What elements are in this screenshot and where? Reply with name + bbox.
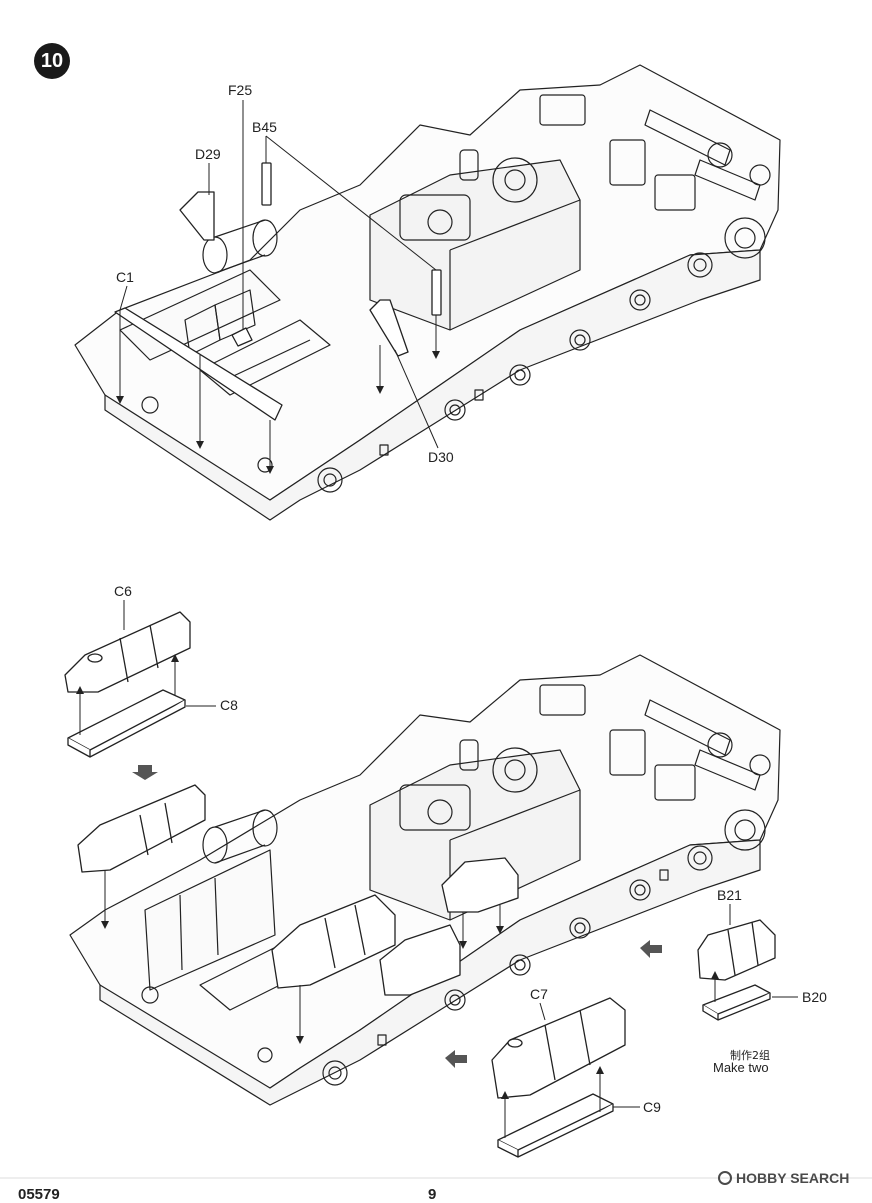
direction-arrow-mid xyxy=(640,940,662,958)
part-b45-strip-a xyxy=(261,162,272,206)
label-c1: C1 xyxy=(116,269,134,285)
bottom-hull-drawing xyxy=(69,654,781,1106)
direction-arrow-left xyxy=(132,765,158,780)
direction-arrows xyxy=(132,765,662,1068)
top-leader-lines xyxy=(116,100,440,474)
label-c7: C7 xyxy=(530,986,548,1002)
make-two-note-en: Make two xyxy=(713,1060,769,1075)
label-b21: B21 xyxy=(717,887,742,903)
watermark-text: HOBBY SEARCH xyxy=(736,1170,850,1186)
label-c9: C9 xyxy=(643,1099,661,1115)
part-c8-tray xyxy=(67,689,186,751)
tank-engine-side xyxy=(441,857,519,913)
watermark-logo-icon xyxy=(718,1171,732,1185)
part-f25-piece xyxy=(231,327,253,347)
label-c8: C8 xyxy=(220,697,238,713)
page-number: 9 xyxy=(428,1186,437,1203)
tank-left-upper xyxy=(77,784,206,873)
part-b45-strip-b xyxy=(431,269,442,316)
part-c1-plate xyxy=(114,307,283,421)
label-b45: B45 xyxy=(252,119,277,135)
product-code: 05579 xyxy=(18,1186,60,1203)
make-two-note-cn: 制作2组 xyxy=(730,1049,770,1062)
watermark: HOBBY SEARCH xyxy=(718,1170,849,1186)
label-f25: F25 xyxy=(228,82,253,98)
bottom-engine-box xyxy=(369,749,581,921)
part-d30-bracket xyxy=(369,299,409,357)
step-number-badge: 10 xyxy=(34,43,70,79)
tank-center-right xyxy=(379,924,461,996)
mounted-tanks xyxy=(77,784,519,996)
part-c6-tank xyxy=(64,611,191,693)
direction-arrow-low xyxy=(445,1050,467,1068)
label-b20: B20 xyxy=(802,989,827,1005)
label-c6: C6 xyxy=(114,583,132,599)
label-d29: D29 xyxy=(195,146,221,162)
bottom-leader-lines xyxy=(76,600,798,1138)
part-b21-tank xyxy=(697,919,776,981)
label-d30: D30 xyxy=(428,449,454,465)
part-d29-bracket xyxy=(179,191,215,241)
part-c7-tank xyxy=(491,997,626,1099)
part-c9-tray xyxy=(497,1093,614,1151)
tank-center-left xyxy=(271,894,396,989)
